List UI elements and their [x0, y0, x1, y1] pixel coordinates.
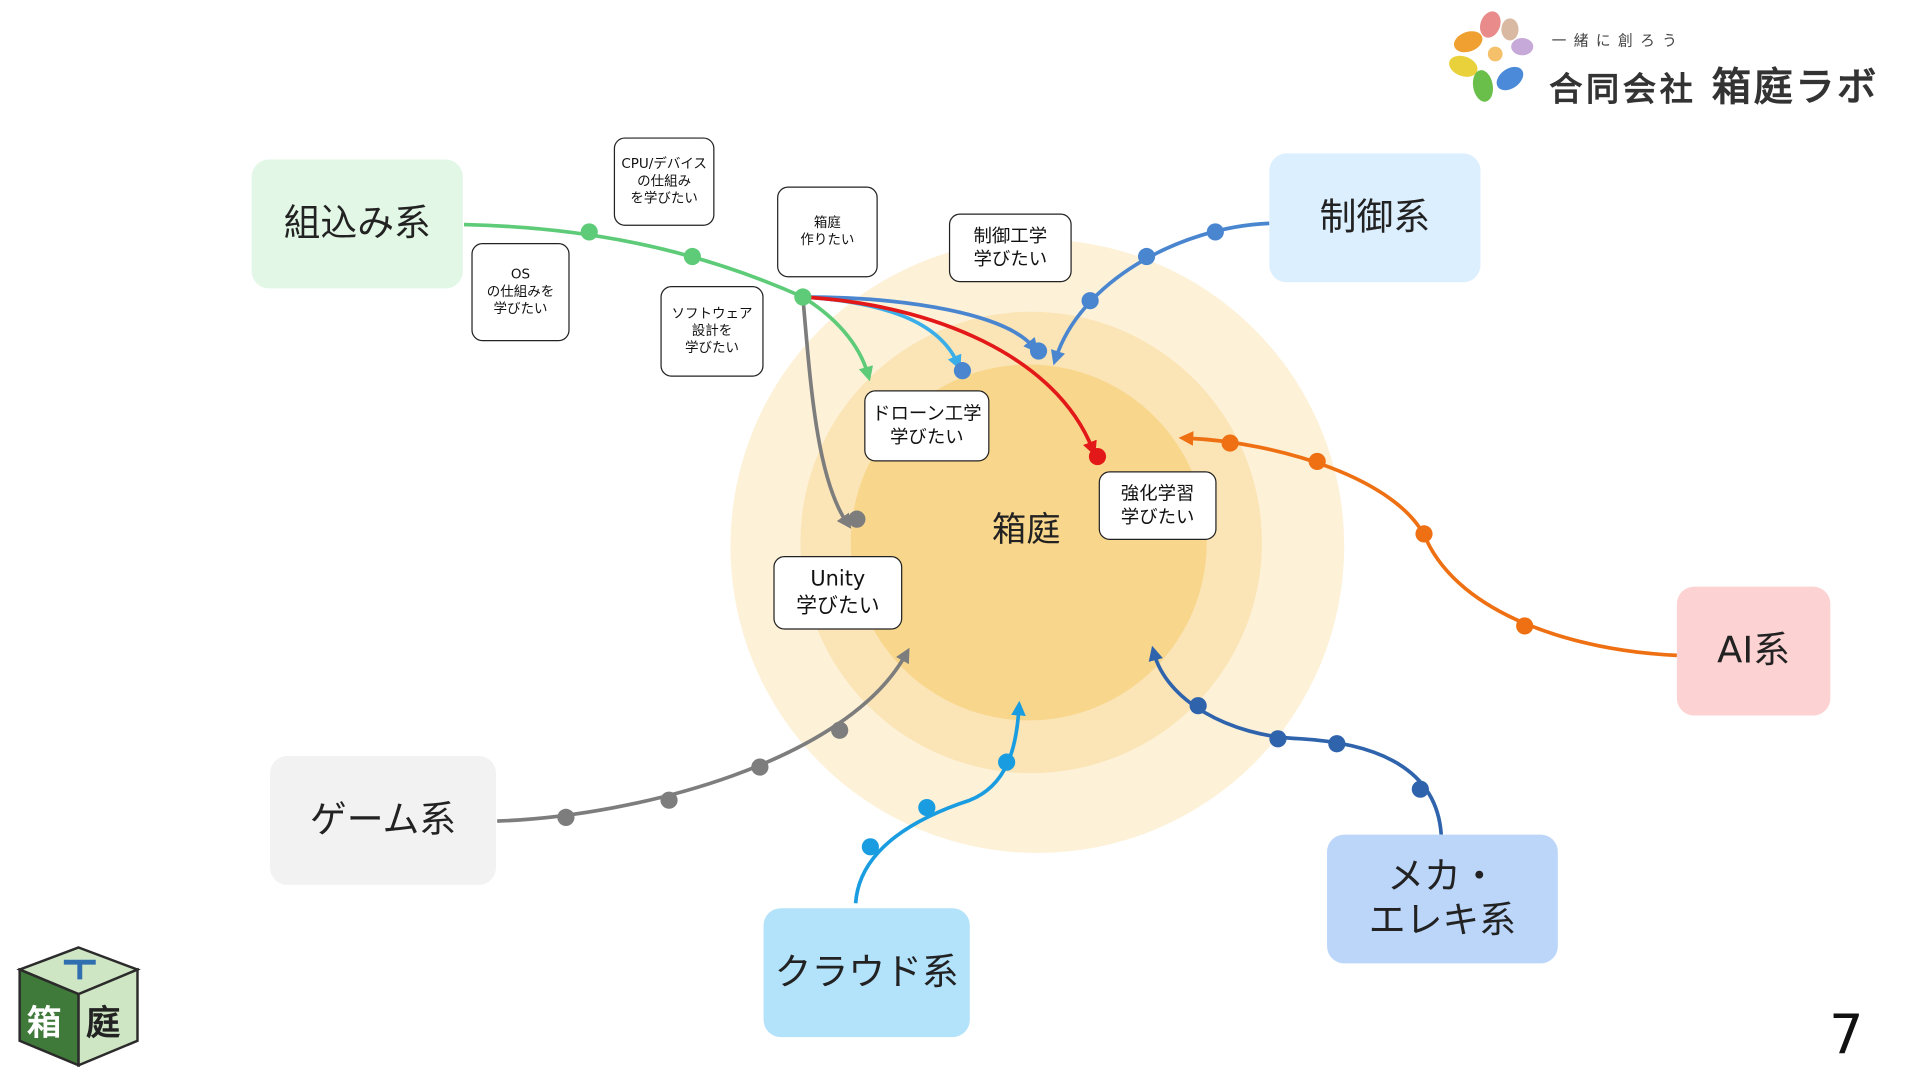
path-dot: [998, 753, 1016, 771]
path-embedded: [463, 222, 804, 299]
path-dot: [751, 758, 769, 776]
path-dot: [1415, 525, 1433, 543]
goal-hakoniwa: 箱庭 作りたい: [777, 186, 878, 278]
path-dot: [1029, 342, 1048, 360]
category-cloud: クラウド系: [763, 908, 970, 1038]
goal-rl: 強化学習 学びたい: [1098, 471, 1217, 541]
category-game: ゲーム系: [270, 756, 496, 885]
logo-company-type: 合同会社: [1549, 71, 1697, 110]
logo-brand: 箱庭ラボ: [1711, 63, 1879, 111]
center-label: 箱庭: [991, 509, 1061, 550]
logo-company: 合同会社 箱庭ラボ: [1549, 56, 1879, 112]
path-dot: [1308, 452, 1326, 471]
path-embedded-drone: [801, 295, 874, 382]
page-number: 7: [1829, 1003, 1864, 1067]
path-dot: [557, 808, 575, 826]
path-dot: [918, 798, 936, 817]
path-dot: [1189, 697, 1207, 715]
goal-drone: ドローン工学 学びたい: [864, 390, 990, 462]
goal-unity: Unity 学びたい: [773, 555, 903, 630]
path-dot: [660, 791, 678, 809]
cube-icon: [16, 946, 141, 1068]
company-logo: 一緒に創ろう 合同会社 箱庭ラボ: [1439, 7, 1912, 110]
path-dot: [1137, 247, 1156, 266]
category-embedded: 組込み系: [251, 159, 463, 289]
logo-tagline: 一緒に創ろう: [1551, 31, 1685, 50]
path-embedded-unity: [801, 296, 852, 529]
path-dot: [1088, 447, 1107, 466]
path-dot: [580, 223, 598, 241]
goal-cpu: CPU/デバイス の仕組み を学びたい: [613, 137, 715, 226]
path-embedded-control: [802, 295, 1039, 354]
path-dot: [1328, 735, 1346, 753]
category-control: 制御系: [1269, 153, 1481, 283]
path-dot: [1221, 434, 1239, 452]
path-embedded-rl: [802, 295, 1097, 457]
goal-os: OS の仕組みを 学びたい: [471, 243, 570, 342]
category-mecha: メカ・ エレキ系: [1327, 834, 1558, 964]
path-dot: [1411, 780, 1429, 798]
path-cloud: [853, 700, 1026, 904]
path-control: [1050, 221, 1270, 366]
category-ai: AI系: [1676, 586, 1831, 716]
goal-control-eng: 制御工学 学びたい: [948, 213, 1072, 283]
flower-logo-icon: [1449, 11, 1534, 102]
path-dot: [683, 247, 701, 266]
path-dot: [861, 838, 879, 856]
path-dot: [848, 510, 866, 528]
path-dot: [831, 721, 849, 739]
path-dot: [794, 288, 812, 306]
path-dot: [1206, 223, 1224, 241]
cube-left-char: 箱: [27, 1002, 62, 1044]
path-dot: [953, 362, 972, 380]
goal-software: ソフトウェア 設計を 学びたい: [660, 285, 764, 377]
cube-right-char: 庭: [85, 1002, 121, 1044]
path-dot: [1516, 617, 1534, 635]
hakoniwa-cube-logo: 箱 庭: [15, 943, 143, 1071]
path-dot: [1081, 292, 1099, 310]
path-dot: [1269, 730, 1287, 748]
